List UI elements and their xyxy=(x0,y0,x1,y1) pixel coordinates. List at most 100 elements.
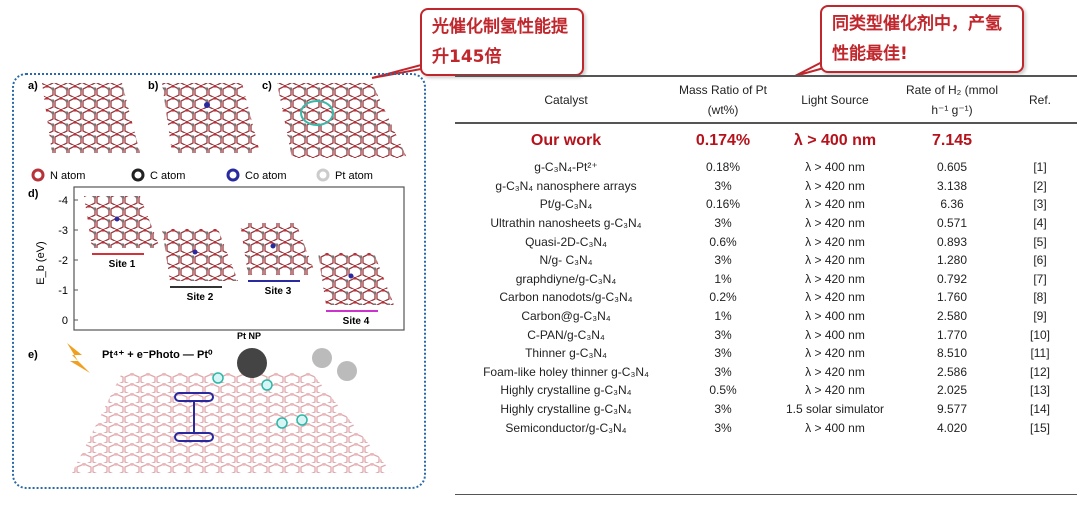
structure-a xyxy=(42,83,140,153)
legend-co-atom: Co atom xyxy=(245,170,287,182)
cell: 0.2% xyxy=(709,290,737,305)
callout-improvement: 光催化制氢性能提升145倍 xyxy=(420,8,584,76)
table-row: Foam-like holey thinner g-C₃N₄ 3% λ > 420 … xyxy=(455,363,1077,382)
cell: Foam-like holey thinner g-C₃N₄ xyxy=(483,364,649,379)
cell: [7] xyxy=(1033,271,1047,286)
cell: 3% xyxy=(714,420,732,435)
panel-label-d: d) xyxy=(28,188,39,200)
cell: λ > 400 nm xyxy=(805,420,865,435)
table-bottom-rule xyxy=(455,494,1077,495)
cell: [2] xyxy=(1033,178,1047,193)
cell: [11] xyxy=(1030,346,1050,361)
cell: 1.280 xyxy=(936,253,968,268)
cell: 2.025 xyxy=(936,383,968,398)
site-structure xyxy=(84,196,160,248)
cell: 0.605 xyxy=(936,160,968,175)
cell: λ > 400 nm xyxy=(805,309,865,324)
table-row: g-C₃N₄ nanosphere arrays 3% λ > 420 nm 3.13… xyxy=(455,177,1077,196)
callout-best-performance: 同类型催化剂中，产氢性能最佳! xyxy=(820,5,1024,73)
cell: λ > 420 nm xyxy=(805,346,865,361)
header-ref: Ref. xyxy=(1003,75,1077,124)
light-icon xyxy=(67,343,90,373)
cell: 7.145 xyxy=(931,132,973,149)
cell: [9] xyxy=(1033,309,1047,324)
cell: C-PAN/g-C₃N₄ xyxy=(527,327,605,342)
cell: [4] xyxy=(1033,216,1047,231)
cell: Ultrathin nanosheets g-C₃N₄ xyxy=(490,216,642,231)
cell: 0.5% xyxy=(709,383,737,398)
cell: 2.586 xyxy=(936,364,968,379)
cell: [8] xyxy=(1033,290,1047,305)
cell: 1.760 xyxy=(936,290,968,305)
cell: 0.18% xyxy=(705,160,741,175)
cell: Highly crystalline g-C₃N₄ xyxy=(500,402,632,417)
header-light-source: Light Source xyxy=(769,75,901,124)
cell: 1% xyxy=(714,271,732,286)
cell: λ > 420 nm xyxy=(805,271,865,286)
y-tick-label: -1 xyxy=(58,285,68,297)
cell: 3% xyxy=(714,216,732,231)
cell: graphdiyne/g-C₃N₄ xyxy=(515,271,617,286)
cell: λ > 420 nm xyxy=(805,197,865,212)
cell: 3% xyxy=(714,178,732,193)
structure-b xyxy=(162,83,260,153)
cell: 9.577 xyxy=(936,402,968,417)
g-c3n4-sheet xyxy=(72,373,392,473)
cell: 1.770 xyxy=(936,327,968,342)
cell: 4.020 xyxy=(936,420,968,435)
structure-c xyxy=(277,83,407,158)
cell: λ > 420 nm xyxy=(805,178,865,193)
cell: Quasi-2D-C₃N₄ xyxy=(525,234,607,249)
cell: g-C₃N₄-Pt²⁺ xyxy=(534,160,598,175)
cell: 0.174% xyxy=(695,132,751,149)
cell: λ > 400 nm xyxy=(805,327,865,342)
table-row: graphdiyne/g-C₃N₄ 1% λ > 420 nm 0.792 [7] xyxy=(455,270,1077,289)
cell: 2.580 xyxy=(936,309,968,324)
comparison-table: Catalyst Mass Ratio of Pt (wt%) Light So… xyxy=(455,75,1077,437)
cell: λ > 420 nm xyxy=(805,234,865,249)
cell: Carbon@g-C₃N₄ xyxy=(521,309,611,324)
reduction-equation: Pt⁴⁺ + e⁻Photo — Pt⁰ xyxy=(102,349,213,361)
panel-label-e: e) xyxy=(28,349,38,361)
table-row: Carbon nanodots/g-C₃N₄ 0.2% λ > 420 nm 1.76… xyxy=(455,288,1077,307)
cell: 0.6% xyxy=(709,234,737,249)
cell: Highly crystalline g-C₃N₄ xyxy=(500,383,632,398)
co-atom xyxy=(114,216,120,222)
cell: 3% xyxy=(714,364,732,379)
cell: Thinner g-C₃N₄ xyxy=(525,346,607,361)
legend-pt-atom: Pt atom xyxy=(335,170,373,182)
header-rate: Rate of H₂ (mmol h⁻¹ g⁻¹) xyxy=(901,75,1003,124)
cell: [5] xyxy=(1033,234,1047,249)
site-structure xyxy=(162,229,238,281)
cell xyxy=(1003,123,1077,158)
cell: Carbon nanodots/g-C₃N₄ xyxy=(499,290,633,305)
y-tick-label: -2 xyxy=(58,255,68,267)
cell: g-C₃N₄ nanosphere arrays xyxy=(495,178,637,193)
header-mass-ratio: Mass Ratio of Pt (wt%) xyxy=(677,75,769,124)
y-tick-label: -3 xyxy=(58,225,68,237)
cell: λ > 420 nm xyxy=(805,290,865,305)
co-atom xyxy=(348,273,354,279)
panel-label-a: a) xyxy=(28,80,38,92)
cell: [3] xyxy=(1033,197,1047,212)
cell: λ > 420 nm xyxy=(805,216,865,231)
cell: [12] xyxy=(1029,364,1050,379)
site-label: Site 1 xyxy=(109,259,136,270)
cell: Semiconductor/g-C₃N₄ xyxy=(505,420,627,435)
cell: 3% xyxy=(714,253,732,268)
cell: 6.36 xyxy=(940,197,964,212)
atom-legend: N atom C atom Co atom Pt atom xyxy=(31,168,373,182)
cell: λ > 420 nm xyxy=(805,364,865,379)
cell: 8.510 xyxy=(936,346,968,361)
cell: 3.138 xyxy=(936,178,968,193)
cell: 0.792 xyxy=(936,271,968,286)
plot-d-frame xyxy=(73,186,405,331)
